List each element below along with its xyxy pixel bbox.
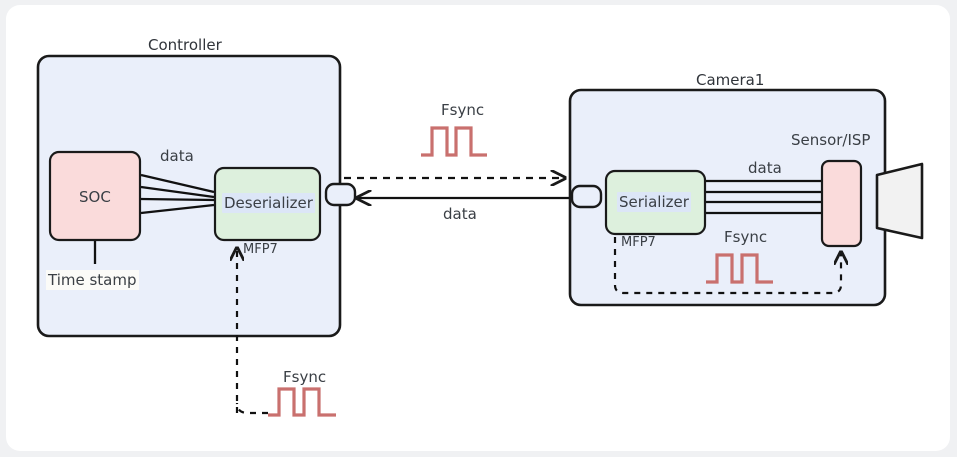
timestamp-label: Time stamp xyxy=(46,270,139,290)
link-fsync-waveform xyxy=(421,126,487,157)
soc-block[interactable] xyxy=(48,150,142,242)
link-data-label: data xyxy=(443,205,477,223)
camera1-port[interactable] xyxy=(570,184,603,209)
camera-data-label: data xyxy=(748,159,782,177)
camera-fsync-label: Fsync xyxy=(724,228,768,246)
controller-title: Controller xyxy=(148,38,222,53)
controller-data-label: data xyxy=(160,147,194,165)
bottom-fsync-label: Fsync xyxy=(283,368,327,386)
soc-label: SOC xyxy=(79,188,111,206)
bottom-fsync-waveform xyxy=(268,387,336,417)
camera-mfp7-label: MFP7 xyxy=(621,235,656,250)
camera-fsync-waveform xyxy=(706,253,773,284)
camera1-title-text: Camera1 xyxy=(696,71,765,89)
lens-shape xyxy=(875,162,924,240)
controller-mfp7-label: MFP7 xyxy=(243,242,278,257)
controller-data-lanes xyxy=(140,173,215,215)
camera1-title: Camera1 xyxy=(696,73,764,88)
camera-data-lanes xyxy=(706,179,821,215)
serializer-label: Serializer xyxy=(617,192,691,212)
timestamp-label-text: Time stamp xyxy=(46,270,139,290)
deserializer-label-text: Deserializer xyxy=(222,193,315,213)
deserializer-label: Deserializer xyxy=(222,193,315,213)
controller-fsync-curve xyxy=(235,402,268,415)
sensor-isp-block[interactable] xyxy=(820,159,863,248)
link-fsync-label: Fsync xyxy=(441,101,485,119)
controller-title-text: Controller xyxy=(148,36,222,54)
sensor-isp-label: Sensor/ISP xyxy=(791,131,871,149)
controller-port[interactable] xyxy=(324,182,357,207)
camera-fsync-dashed xyxy=(613,237,841,295)
serializer-label-text: Serializer xyxy=(617,192,691,212)
